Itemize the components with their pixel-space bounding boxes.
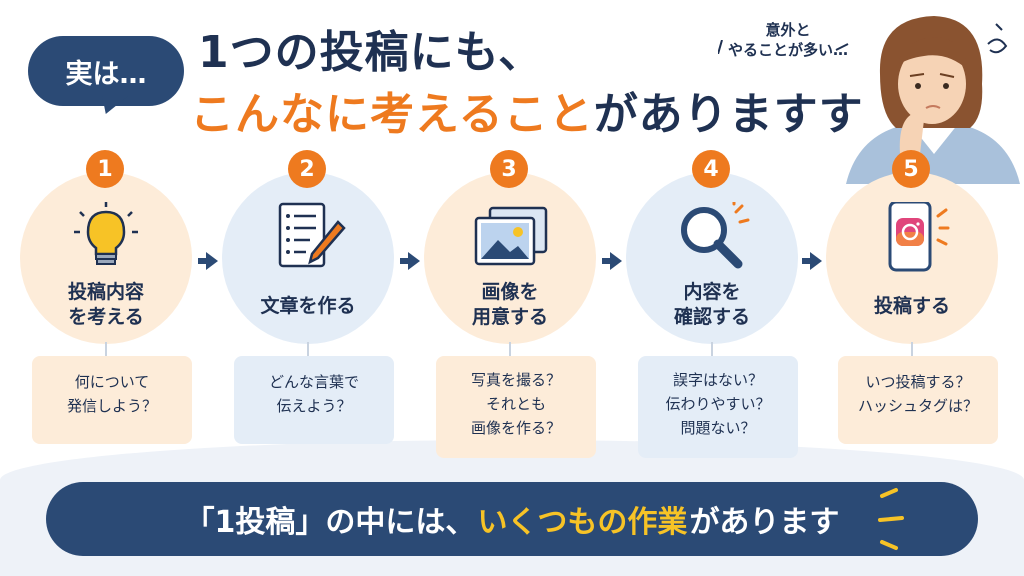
banner-suffix: があります bbox=[689, 505, 840, 540]
step-label: 文章を作る bbox=[222, 294, 394, 319]
step-card-line: 写真を撮る？ bbox=[470, 371, 561, 389]
side-note: 意外と やることが多い… bbox=[718, 20, 858, 60]
lightbulb-icon bbox=[74, 202, 138, 265]
step-label-line: 投稿内容 bbox=[67, 281, 144, 303]
banner-prefix: 「1投稿」の中には、 bbox=[184, 505, 476, 540]
side-note-line: 意外と bbox=[765, 21, 811, 39]
step-label: 投稿する bbox=[826, 294, 998, 319]
step-connector bbox=[105, 342, 107, 360]
photo-icon bbox=[474, 206, 548, 266]
arrow-right-icon bbox=[400, 252, 420, 270]
title-line-1: 1つの投稿にも、 bbox=[198, 27, 544, 78]
step-card: いつ投稿する？ ハッシュタグは？ bbox=[838, 356, 998, 444]
summary-banner: 「1投稿」の中には、いくつもの作業があります bbox=[46, 482, 978, 556]
side-note-line: やることが多い… bbox=[727, 41, 848, 59]
step-2: 2 文章を作る どんな言葉で 伝えよう？ bbox=[208, 150, 408, 450]
step-card: どんな言葉で 伝えよう？ bbox=[234, 356, 394, 444]
step-card-line: 問題ない？ bbox=[680, 419, 756, 437]
step-label-line: 用意する bbox=[471, 306, 548, 328]
step-card-line: 誤字はない？ bbox=[672, 371, 763, 389]
step-card: 誤字はない？ 伝わりやすい？ 問題ない？ bbox=[638, 356, 798, 458]
step-number: 1 bbox=[86, 150, 124, 188]
step-card: 写真を撮る？ それとも 画像を作る？ bbox=[436, 356, 596, 458]
step-label-line: 投稿する bbox=[873, 295, 950, 317]
title-rest: がありますす bbox=[593, 89, 864, 140]
step-card-line: いつ投稿する？ bbox=[865, 373, 971, 391]
step-connector bbox=[509, 342, 511, 360]
note-marks-icon bbox=[718, 40, 849, 54]
step-label-line: 内容を bbox=[683, 281, 741, 303]
step-label-line: 確認する bbox=[673, 306, 750, 328]
thinking-woman-illustration bbox=[846, 16, 1020, 184]
step-card-line: 伝わりやすい？ bbox=[665, 395, 771, 413]
step-label: 投稿内容 を考える bbox=[20, 280, 192, 330]
document-pencil-icon bbox=[278, 202, 346, 268]
step-circle bbox=[626, 172, 798, 344]
step-label-line: 文章を作る bbox=[260, 295, 356, 317]
title-highlight: こんなに考えること bbox=[190, 89, 594, 140]
step-label: 画像を 用意する bbox=[424, 280, 596, 330]
step-number: 2 bbox=[288, 150, 326, 188]
step-connector bbox=[911, 342, 913, 360]
intro-bubble-text: 実は… bbox=[65, 58, 147, 90]
arrow-right-icon bbox=[602, 252, 622, 270]
step-3: 3 画像を 用意する 写真を撮る？ それとも 画像を作る？ bbox=[410, 150, 610, 458]
step-connector bbox=[711, 342, 713, 360]
step-number: 3 bbox=[490, 150, 528, 188]
step-card: 何について 発信しよう？ bbox=[32, 356, 192, 444]
step-connector bbox=[307, 342, 309, 360]
step-card-line: 伝えよう？ bbox=[276, 397, 352, 415]
step-5: 5 投稿する いつ投稿する？ ハッシュタグは？ bbox=[812, 150, 1012, 450]
intro-bubble: 実は… bbox=[28, 36, 184, 106]
banner-highlight: いくつもの作業 bbox=[477, 505, 688, 540]
step-card-line: それとも bbox=[485, 395, 546, 413]
step-4: 4 内容を 確認する 誤字はない？ 伝わりやすい？ 問題ない？ bbox=[612, 150, 812, 458]
step-card-line: ハッシュタグは？ bbox=[857, 397, 978, 415]
arrow-right-icon bbox=[198, 252, 218, 270]
step-1: 1 投稿内容 を考える 何について 発信しよう？ bbox=[6, 150, 206, 450]
step-label: 内容を 確認する bbox=[626, 280, 798, 330]
step-label-line: を考える bbox=[68, 306, 144, 328]
magnifier-icon bbox=[681, 202, 750, 269]
step-number: 5 bbox=[892, 150, 930, 188]
step-card-line: どんな言葉で bbox=[268, 373, 359, 391]
smartphone-instagram-icon bbox=[888, 202, 950, 272]
arrow-right-icon bbox=[802, 252, 822, 270]
step-card-line: 何について bbox=[74, 373, 150, 391]
step-number: 4 bbox=[692, 150, 730, 188]
step-card-line: 発信しよう？ bbox=[66, 397, 157, 415]
title-line-2: こんなに考えることがありますす bbox=[190, 78, 864, 142]
step-label-line: 画像を bbox=[481, 281, 539, 303]
step-card-line: 画像を作る？ bbox=[470, 419, 561, 437]
sparkle-lines-icon bbox=[878, 488, 904, 550]
